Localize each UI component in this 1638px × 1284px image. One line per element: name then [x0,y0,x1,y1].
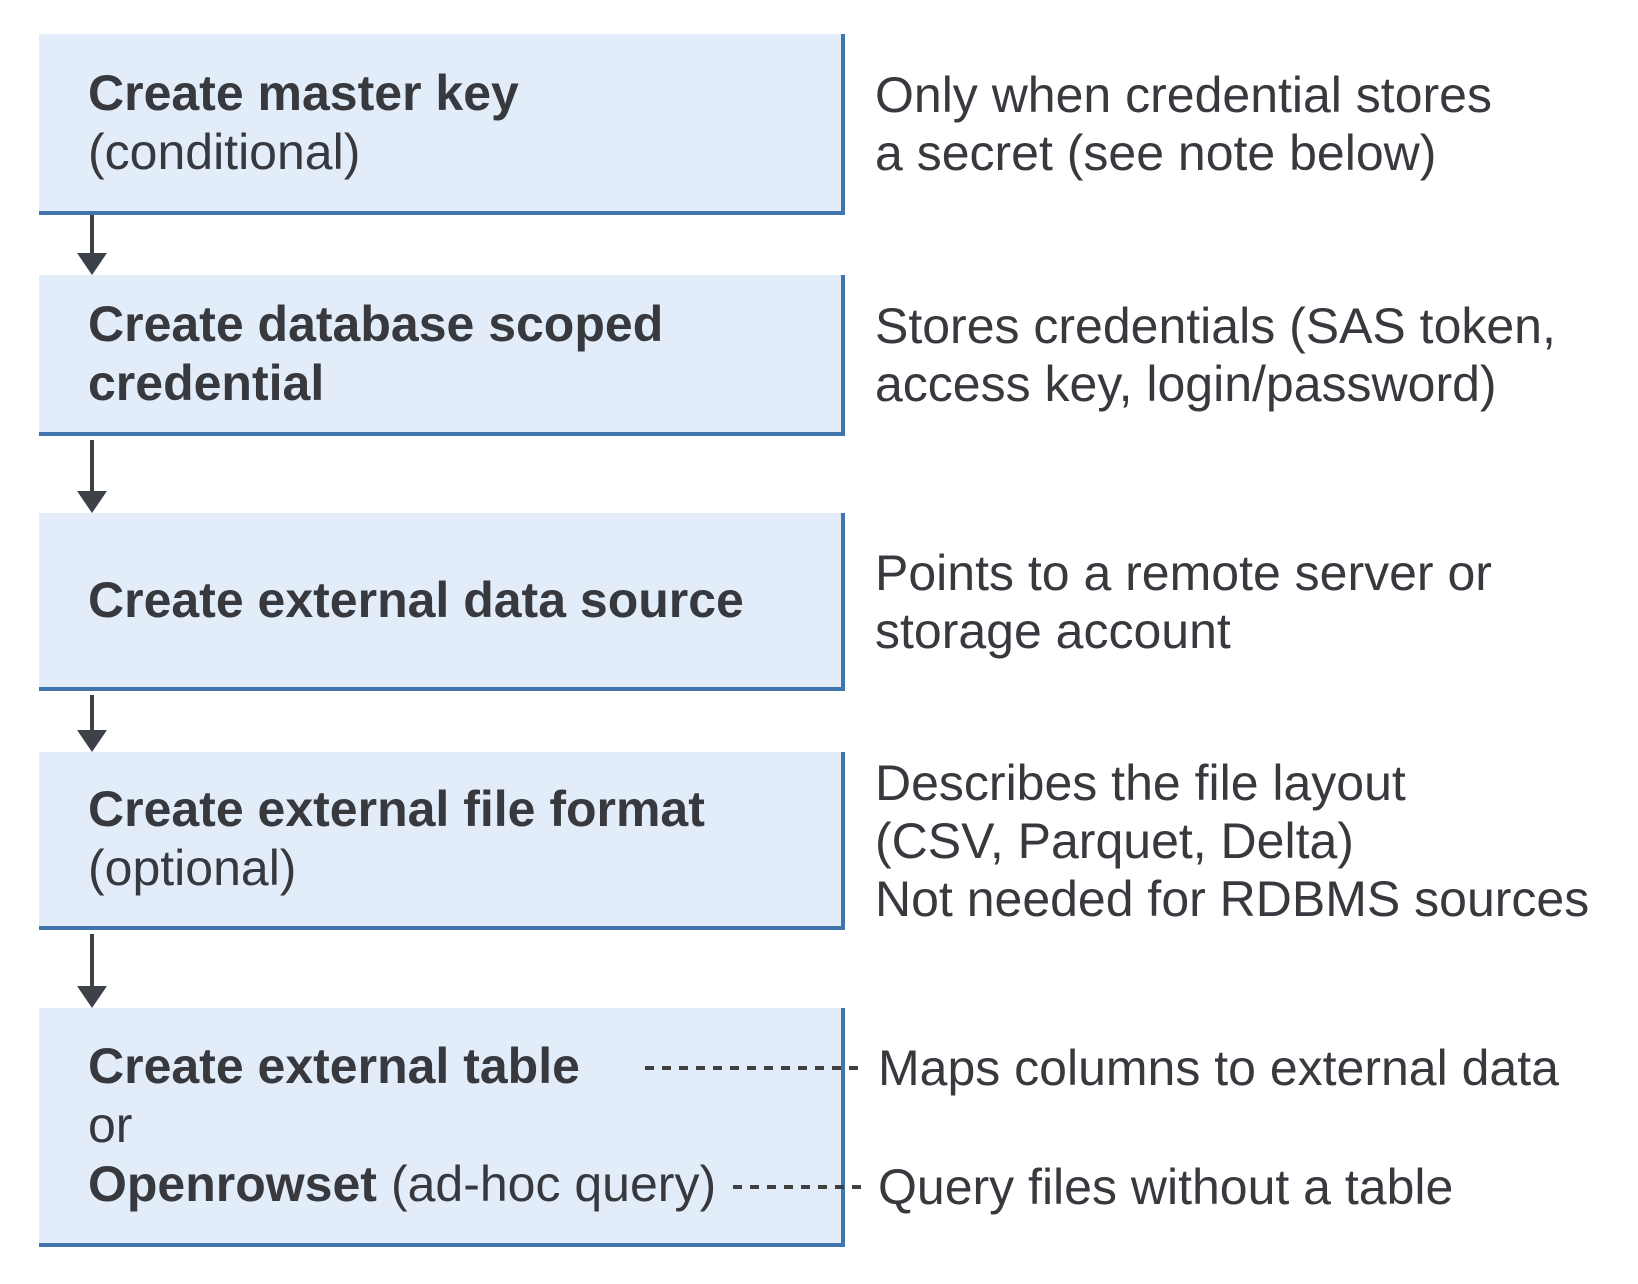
step-box-external-data-source: Create external data source [39,513,845,691]
step-box-database-scoped-credential: Create database scoped credential [39,275,845,436]
step-qualifier: (optional) [88,840,297,896]
down-arrow [77,934,107,1008]
option-openrowset: Openrowset(ad-hoc query) [88,1155,811,1214]
arrow-head-icon [77,491,107,513]
step-title: Create external data source [88,571,744,628]
option-title: Create external table [88,1038,580,1094]
note-external-file-format: Describes the file layout (CSV, Parquet,… [875,755,1590,927]
arrow-head-icon [77,253,107,275]
note-database-scoped-credential: Stores credentials (SAS token, access ke… [875,298,1556,412]
down-arrow [77,440,107,513]
option-qualifier: (ad-hoc query) [390,1156,717,1212]
option-create-external-table: Create external table [88,1037,811,1096]
note-external-data-source: Points to a remote server or storage acc… [875,545,1492,659]
arrow-line [90,934,94,988]
step-box-create-master-key: Create master key (conditional) [39,34,845,215]
step-title: Create external file format [88,781,705,837]
step-title: Create master key [88,64,519,121]
down-arrow [77,695,107,752]
dashed-connector-openrowset [733,1185,863,1189]
step-box-external-table-or-openrowset: Create external table or Openrowset(ad-h… [39,1008,845,1247]
dashed-connector-external-table [645,1066,863,1070]
step-qualifier: (conditional) [88,123,361,180]
arrow-line [90,440,94,493]
option-connector: or [88,1097,133,1153]
down-arrow [77,215,107,275]
arrow-head-icon [77,730,107,752]
step-title: Create database scoped credential [88,295,664,411]
note-master-key: Only when credential stores a secret (se… [875,67,1492,181]
step-box-external-file-format: Create external file format (optional) [39,752,845,930]
option-title: Openrowset [88,1156,377,1212]
arrow-line [90,695,94,732]
note-openrowset: Query files without a table [878,1159,1454,1215]
note-external-table: Maps columns to external data [878,1040,1559,1096]
arrow-head-icon [77,986,107,1008]
arrow-line [90,215,94,255]
